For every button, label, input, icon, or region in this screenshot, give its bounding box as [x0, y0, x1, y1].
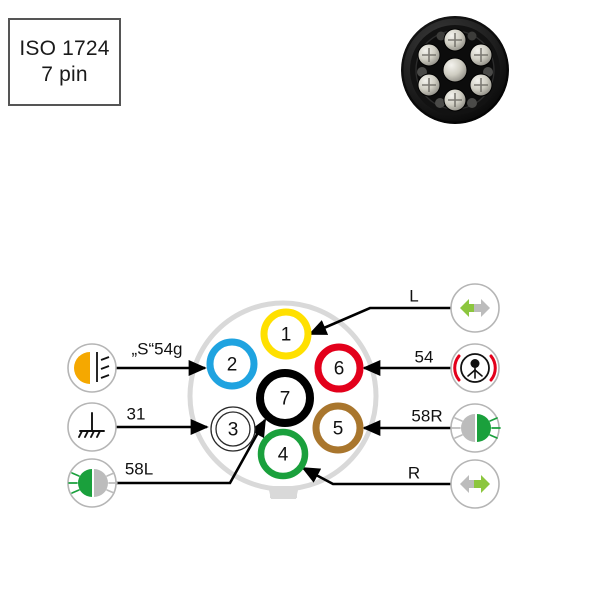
7-pin-connector-photo	[401, 16, 509, 124]
line-L	[308, 306, 452, 336]
right-indicator-icon[interactable]	[450, 459, 500, 509]
pin-5-label: 5	[333, 419, 344, 440]
label-54: 54	[415, 348, 434, 367]
label-54g: „S“54g	[131, 340, 182, 359]
label-31: 31	[127, 405, 146, 424]
pin-4-label: 4	[278, 445, 289, 466]
left-tail-light-icon[interactable]	[67, 458, 118, 508]
label-L: L	[409, 287, 418, 306]
standard-title-box: ISO 1724 7 pin	[8, 18, 121, 106]
pin-group: 1 2 3 4 5 6	[206, 308, 364, 480]
photo-body	[401, 16, 509, 124]
pin-2[interactable]: 2	[206, 338, 258, 390]
wire-labels: L 54 58R R „S“54g 31 58L	[125, 287, 443, 483]
pin-1-label: 1	[281, 325, 292, 346]
line-R	[301, 466, 452, 486]
pin-4[interactable]: 4	[257, 428, 309, 480]
label-58L: 58L	[125, 460, 153, 479]
photo-contacts	[417, 28, 493, 112]
pin-5[interactable]: 5	[312, 402, 364, 454]
pin-7-label: 7	[280, 389, 291, 410]
pin-count: 7 pin	[41, 63, 88, 86]
rear-fog-light-icon[interactable]	[67, 343, 117, 393]
standard-name: ISO 1724	[19, 37, 110, 60]
label-R: R	[408, 464, 420, 483]
pin-1[interactable]: 1	[260, 308, 312, 360]
line-58L	[116, 418, 267, 485]
pin-2-label: 2	[227, 355, 238, 376]
connection-lines	[116, 306, 452, 486]
pin-6-label: 6	[334, 359, 345, 380]
brake-light-icon[interactable]	[450, 343, 500, 393]
pin-3-label: 3	[228, 420, 239, 441]
pin-3[interactable]: 3	[210, 406, 256, 452]
pin-6[interactable]: 6	[314, 343, 364, 393]
ground-icon[interactable]	[67, 402, 117, 452]
right-tail-light-icon[interactable]	[450, 403, 501, 453]
pin-7[interactable]: 7	[256, 369, 314, 427]
left-indicator-icon[interactable]	[450, 283, 500, 333]
label-58R: 58R	[411, 407, 442, 426]
